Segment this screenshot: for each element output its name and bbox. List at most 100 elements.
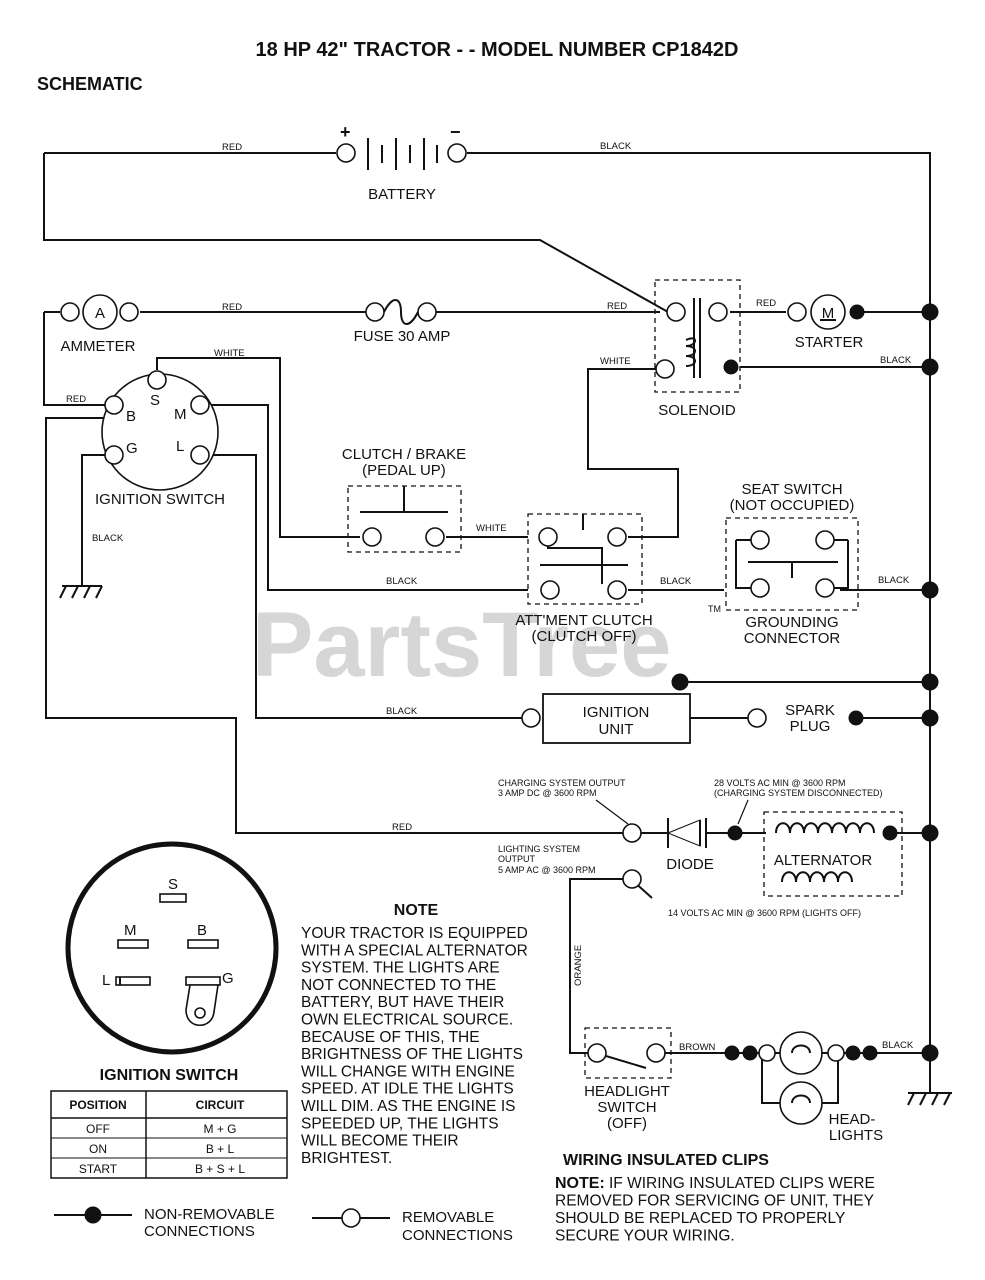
wire-label-red-diode: RED [392,822,412,833]
headlight-switch-label-1: HEADLIGHT [584,1083,670,1100]
connection-legend: NON-REMOVABLE CONNECTIONS REMOVABLE CONN… [54,1206,513,1244]
attachment-clutch-label-1: ATT'MENT CLUTCH [515,612,652,629]
ignition-switch-label: IGNITION SWITCH [95,491,225,508]
switch-terminal-s: S [150,392,160,409]
switch-terminal-l: L [176,438,184,455]
wire-label-white-switch: WHITE [214,348,245,359]
solenoid-label: SOLENOID [658,402,736,419]
spark-plug-label-2: PLUG [790,718,831,735]
table-cell-off-circuit: M + G [203,1122,236,1136]
note-line-2: WITH A SPECIAL ALTERNATOR [301,942,528,959]
note-line-5: BATTERY, BUT HAVE THEIR [301,994,504,1011]
wire-label-black-headlights: BLACK [882,1040,914,1051]
alternator: ALTERNATOR [763,811,903,897]
spec-annotations: CHARGING SYSTEM OUTPUT 3 AMP DC @ 3600 R… [498,778,883,918]
note-line-8: BRIGHTNESS OF THE LIGHTS [301,1046,523,1063]
wire-label-red-starter: RED [756,298,776,309]
table-header-circuit: CIRCUIT [196,1098,245,1112]
seat-switch: SEAT SWITCH (NOT OCCUPIED) GROUNDING CON… [725,481,859,647]
note-line-7: BECAUSE OF THIS, THE [301,1029,480,1046]
ignition-switch-face: S M B L G [65,841,279,1055]
face-terminal-g: G [222,970,234,987]
fuse-30-amp: FUSE 30 AMP [354,299,450,345]
note-line-1: YOUR TRACTOR IS EQUIPPED [301,925,528,942]
legend-removable-1: REMOVABLE [402,1209,494,1226]
wire-label-red-battery: RED [222,142,242,153]
legend-non-removable-1: NON-REMOVABLE [144,1206,275,1223]
legend-non-removable-2: CONNECTIONS [144,1223,255,1240]
table-cell-on: ON [89,1142,107,1156]
watermark: PartsTree [252,594,671,696]
wiring-clips-note: WIRING INSULATED CLIPS NOTE: IF WIRING I… [555,1152,875,1245]
wire-label-black-starter: BLACK [880,355,912,366]
switch-terminal-m: M [174,406,187,423]
note-line-3: SYSTEM. THE LIGHTS ARE [301,960,500,977]
note-line-11: WILL DIM. AS THE ENGINE IS [301,1098,515,1115]
wire-label-black-right: BLACK [878,575,910,586]
ignition-circuit-table: IGNITION SWITCH POSITION CIRCUIT OFF M +… [50,1067,288,1179]
face-terminal-l: L [102,972,110,989]
volts-28-2: (CHARGING SYSTEM DISCONNECTED) [714,788,883,798]
grounding-connector-label-2: CONNECTOR [744,630,841,647]
lighting-output-1: LIGHTING SYSTEM [498,844,580,854]
ammeter-symbol: A [95,305,105,322]
note-line-9: WILL CHANGE WITH ENGINE [301,1063,515,1080]
spark-plug-label-1: SPARK [785,702,835,719]
face-terminal-b: B [197,922,207,939]
battery-negative-terminal [447,143,467,163]
lighting-output-3: 5 AMP AC @ 3600 RPM [498,865,596,875]
legend-non-removable-symbol [84,1206,102,1224]
wire-label-black-battery: BLACK [600,141,632,152]
schematic-label: SCHEMATIC [37,74,143,94]
ammeter: A AMMETER [60,294,139,355]
wires [43,152,952,1106]
table-header-position: POSITION [69,1098,126,1112]
battery-label: BATTERY [368,186,436,203]
note-line-10: SPEED. AT IDLE THE LIGHTS [301,1081,514,1098]
attachment-clutch-label-2: (CLUTCH OFF) [532,628,637,645]
alternator-label: ALTERNATOR [774,852,873,869]
note-line-4: NOT CONNECTED TO THE [301,977,496,994]
wiring-clips-note-label: NOTE: [555,1175,605,1192]
wire-label-red-fuse: RED [222,302,242,313]
clutch-brake-label-1: CLUTCH / BRAKE [342,446,466,463]
starter-motor: M STARTER [787,294,865,351]
starter-label: STARTER [795,334,864,351]
wiring-clips-heading: WIRING INSULATED CLIPS [563,1152,769,1169]
table-cell-start-circuit: B + S + L [195,1162,245,1176]
wire-label-black-m: BLACK [386,576,418,587]
battery-plus-sign: + [340,122,351,142]
headlight-switch: HEADLIGHT SWITCH (OFF) [584,1027,672,1132]
solenoid: SOLENOID [654,279,741,419]
grounding-connector-label-1: GROUNDING [745,614,838,631]
legend-removable-2: CONNECTIONS [402,1227,513,1244]
ground-bus-junctions [671,303,939,1062]
wire-label-red-left: RED [66,394,86,405]
wiring-clips-line-2: REMOVED FOR SERVICING OF UNIT, THEY [555,1193,874,1210]
legend-removable-symbol [341,1208,361,1228]
wire-label-black-ignition: BLACK [386,706,418,717]
battery-positive-terminal [336,143,356,163]
ignition-table-title: IGNITION SWITCH [100,1067,239,1084]
note-line-14: BRIGHTEST. [301,1150,392,1167]
wire-label-white-clutch: WHITE [476,523,507,534]
ignition-unit-label-2: UNIT [599,721,634,738]
wire-label-black-ground: BLACK [92,533,124,544]
note-heading: NOTE [394,902,439,919]
table-cell-off: OFF [86,1122,110,1136]
watermark-tm: TM [708,604,721,614]
note-line-6: OWN ELECTRICAL SOURCE. [301,1012,513,1029]
charging-output-1: CHARGING SYSTEM OUTPUT [498,778,626,788]
headlights-label-2: LIGHTS [829,1127,883,1144]
attachment-clutch-switch: ATT'MENT CLUTCH (CLUTCH OFF) [515,513,653,645]
headlights: HEAD- LIGHTS [724,1031,883,1144]
table-cell-start: START [79,1162,118,1176]
face-terminal-s: S [168,876,178,893]
wiring-clips-line-3: SHOULD BE REPLACED TO PROPERLY [555,1210,845,1227]
clutch-brake-switch: CLUTCH / BRAKE (PEDAL UP) [342,446,466,553]
wire-label-brown: BROWN [679,1042,716,1053]
diode: DIODE [622,818,743,873]
table-cell-on-circuit: B + L [206,1142,235,1156]
clutch-brake-label-2: (PEDAL UP) [362,462,446,479]
